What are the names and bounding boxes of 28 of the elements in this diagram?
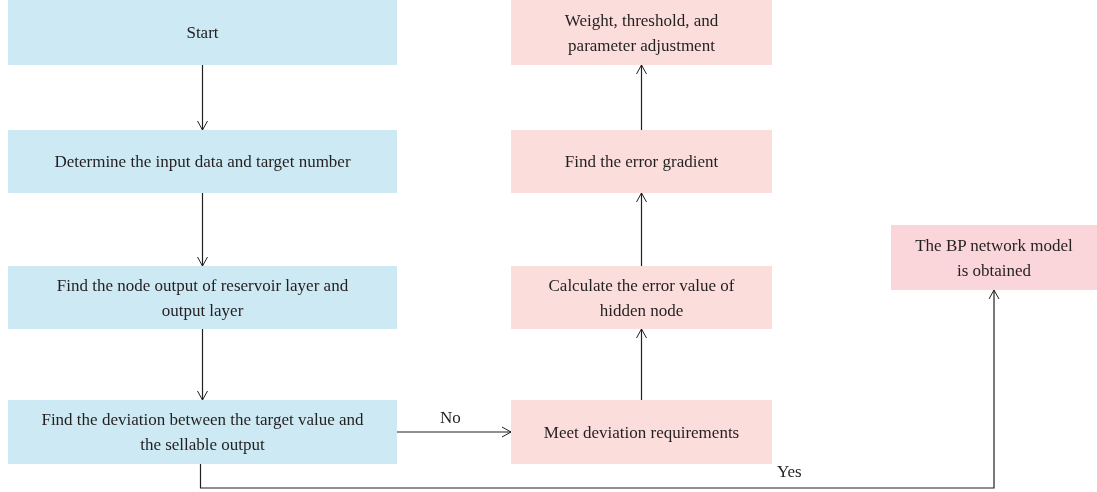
arrow [197, 192, 208, 267]
arrow [396, 426, 512, 438]
arrow [636, 192, 647, 267]
edge-label: No [440, 409, 461, 426]
box-text: Find the deviation between the target value and the sellable output [40, 409, 365, 456]
box-text: Calculate the error value of hidden node [547, 274, 736, 322]
arrow [199, 289, 1000, 489]
box-text: Find the error gradient [564, 151, 719, 173]
arrow [197, 64, 208, 131]
arrow [636, 328, 647, 401]
process-box [8, 400, 397, 464]
edge-label: Yes [777, 463, 802, 480]
process-box [8, 130, 397, 193]
arrow [636, 64, 647, 131]
process-box [511, 400, 772, 464]
process-box [511, 0, 772, 65]
box-text: Start [186, 22, 219, 44]
process-box [511, 266, 772, 329]
box-text: Find the node output of reservoir layer and output layer [55, 274, 350, 322]
box-text: The BP network model is obtained [914, 234, 1074, 282]
process-box [511, 130, 772, 193]
arrow [197, 328, 208, 401]
process-box [8, 0, 397, 65]
box-text: Determine the input data and target number [54, 151, 351, 173]
box-text: Weight, threshold, and parameter adjustment [563, 9, 720, 57]
box-text: Meet deviation requirements [543, 421, 740, 444]
process-box [8, 266, 397, 329]
process-box [891, 225, 1097, 290]
